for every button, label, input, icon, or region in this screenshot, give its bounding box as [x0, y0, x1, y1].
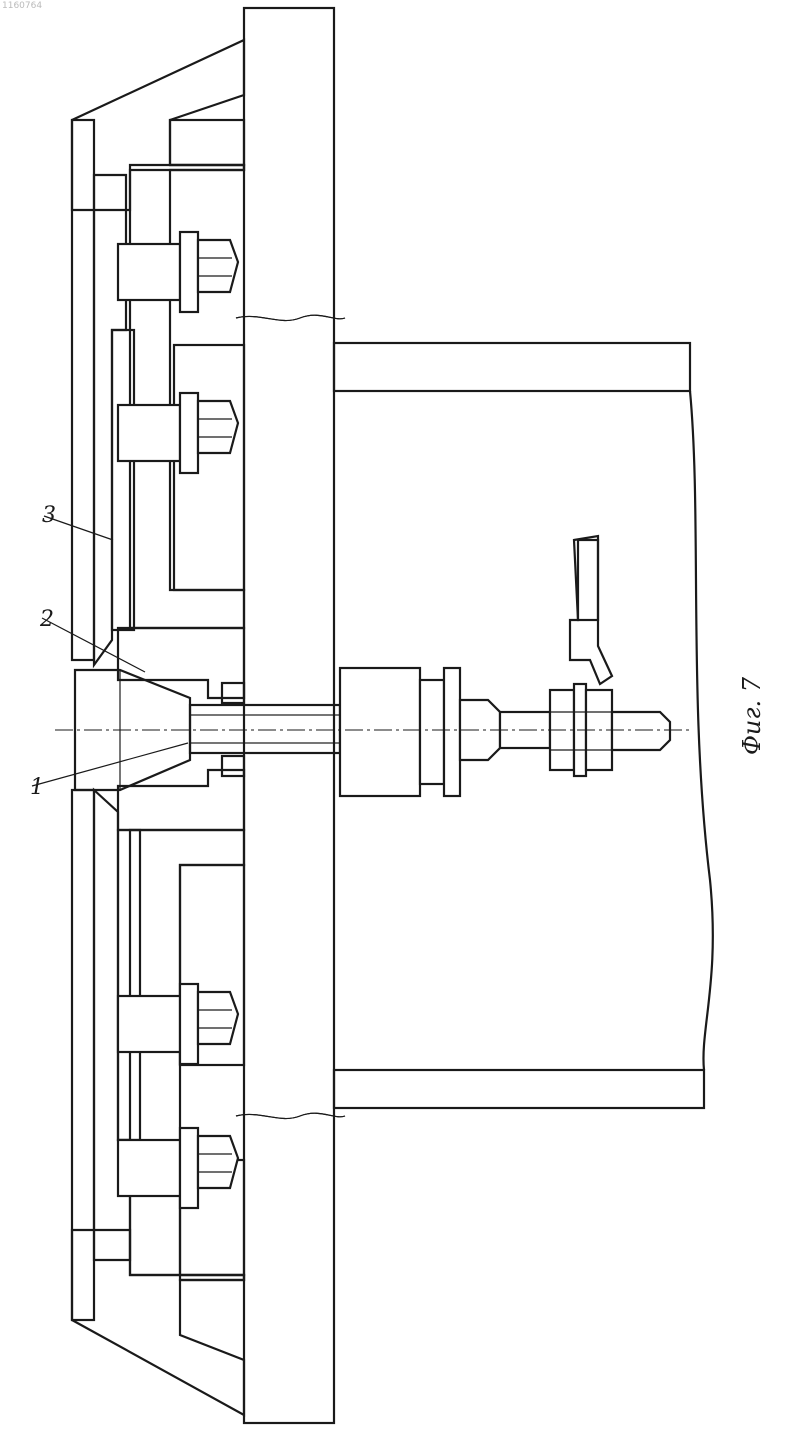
callout-label-1: 1 [30, 775, 44, 800]
insulating-insert [118, 628, 244, 830]
bolt-assembly-3 [118, 984, 238, 1064]
bolt-assembly-1 [118, 232, 238, 312]
figure-caption: Фиг. 7 [738, 676, 766, 755]
callout-leaders [32, 516, 188, 786]
callout-label-3: 3 [42, 503, 56, 528]
bolt-assembly-2 [118, 393, 238, 473]
document-number: 1160764 [2, 1, 42, 11]
lining-layer [94, 175, 140, 1260]
cable-lug [570, 536, 612, 684]
inner-frame-top [130, 120, 244, 628]
bolt-assembly-4 [118, 1128, 238, 1208]
callout-label-2: 2 [39, 607, 54, 632]
electrode-holder [340, 668, 670, 796]
